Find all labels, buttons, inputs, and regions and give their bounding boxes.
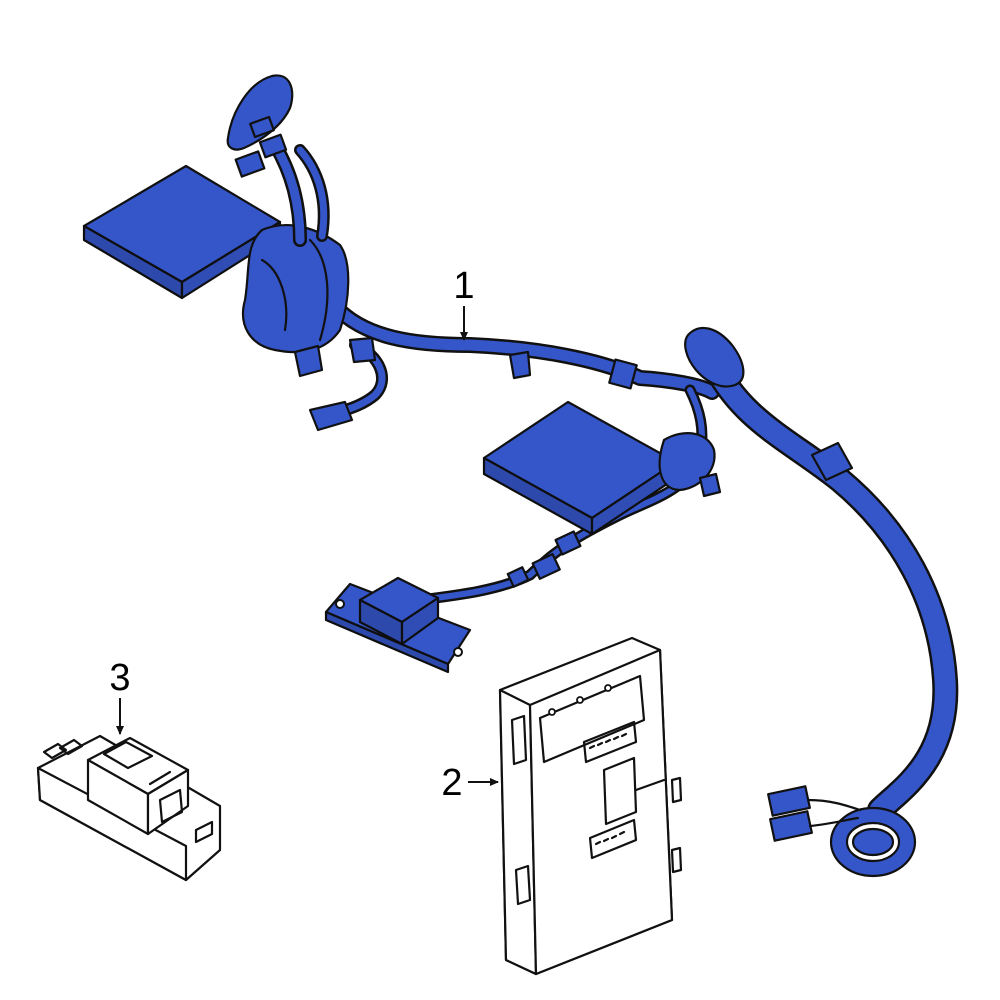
callout-1: 1 — [453, 265, 475, 341]
control-module[interactable] — [498, 636, 683, 976]
harness-sleeve — [608, 358, 638, 390]
harness-connector-mid-1 — [554, 530, 582, 556]
harness-connector-lower-1 — [767, 785, 811, 817]
module-connector-bottom — [588, 818, 638, 860]
callout-2: 2 — [441, 762, 499, 804]
harness-clip-right — [810, 441, 854, 482]
harness-sensor-plate — [324, 576, 472, 674]
switch[interactable] — [36, 734, 222, 882]
callout-1-number: 1 — [453, 265, 474, 307]
callout-2-number: 2 — [441, 762, 462, 804]
harness-clip-mid — [508, 350, 532, 380]
callout-3: 3 — [109, 657, 131, 735]
harness-anchor-tab-top — [226, 74, 294, 151]
module-connector-top — [582, 720, 638, 764]
harness-clip-left-1 — [293, 344, 324, 378]
harness-clip-left-2 — [348, 336, 377, 364]
harness-connector-mid-2 — [531, 553, 561, 580]
harness-connector-lower-2 — [769, 810, 813, 842]
wiring-harness[interactable] — [82, 74, 959, 878]
harness-connector-top-1 — [234, 150, 266, 178]
module-label-plate — [602, 756, 638, 826]
harness-connector-left-lower — [308, 400, 354, 432]
harness-anchor-tab-right — [684, 326, 745, 388]
harness-clip-middle-right — [698, 472, 722, 498]
harness-connector-top-2 — [258, 133, 288, 159]
callout-3-number: 3 — [109, 657, 130, 699]
harness-module-middle — [482, 400, 678, 536]
